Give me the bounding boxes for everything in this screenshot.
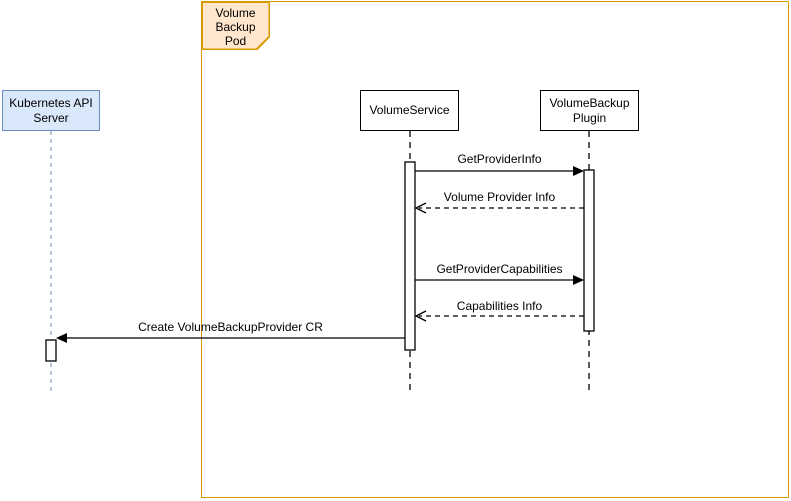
volume-backup-pod-frame-tab: Volume Backup Pod [201,1,270,50]
participant-box-volume-backup-plugin: VolumeBackup Plugin [540,90,639,131]
participant-box-volume-service: VolumeService [360,90,459,131]
participant-label: VolumeService [369,103,450,117]
filled-arrowhead-icon [56,333,67,343]
participant-label: VolumeBackup Plugin [549,95,630,125]
participant-box-kubernetes-api-server: Kubernetes API Server [2,90,100,131]
message-label-volume-provider-info: Volume Provider Info [443,190,556,204]
volume-backup-pod-frame [201,1,789,498]
volume-backup-pod-frame-tab-fill: Volume Backup Pod [202,2,269,49]
message-label-get-provider-capabilities: GetProviderCapabilities [436,262,563,276]
message-label-create-volume-backup-provider-cr: Create VolumeBackupProvider CR [138,320,323,334]
activation-bar-kubernetes-api-server [45,339,57,362]
message-label-capabilities-info: Capabilities Info [456,299,543,313]
frame-label: Volume Backup Pod [215,5,256,48]
message-label-get-provider-info: GetProviderInfo [457,152,542,166]
participant-label: Kubernetes API Server [9,95,93,125]
